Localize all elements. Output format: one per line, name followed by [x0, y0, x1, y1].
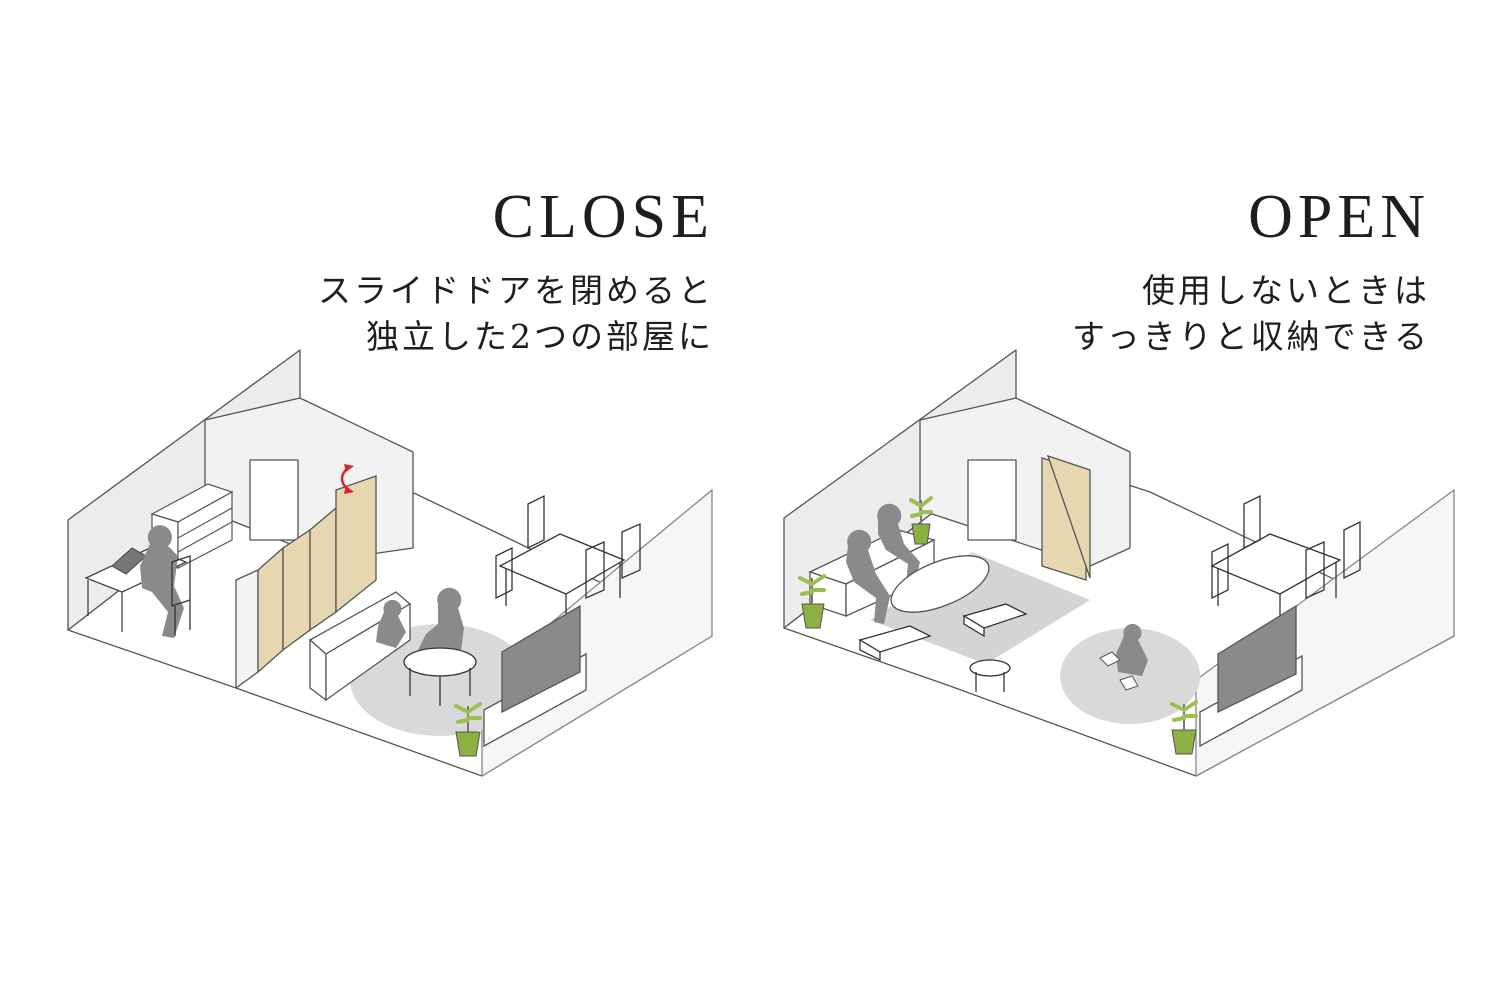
panel-open: OPEN 使用しないときは すっきりと収納できる — [750, 0, 1500, 1000]
open-caption-line-2: すっきりと収納できる — [1071, 317, 1430, 356]
open-heading: OPEN — [1248, 183, 1430, 251]
close-heading: CLOSE — [492, 183, 714, 251]
open-plant-1 — [798, 574, 826, 629]
close-person-adult — [418, 587, 464, 662]
close-plant — [454, 702, 482, 757]
close-door-panel-4 — [335, 475, 377, 614]
open-coffee-tables — [858, 603, 1028, 662]
open-caption-line-1: 使用しないときは — [1142, 271, 1430, 310]
close-sliding-doors — [257, 475, 377, 674]
open-child — [1116, 623, 1148, 676]
close-caption-line-2: 独立した2つの部屋に — [366, 317, 714, 356]
close-door-panel-1 — [257, 546, 284, 674]
open-papers — [1099, 651, 1139, 691]
open-person-1 — [846, 529, 890, 624]
open-stored-doors — [1041, 454, 1091, 581]
close-person-desk — [140, 525, 184, 638]
open-stool — [969, 659, 1011, 692]
close-desk-chair — [171, 555, 191, 636]
close-caption: スライドドアを閉めると 独立した2つの部屋に — [318, 268, 714, 360]
open-tv-stand — [1199, 604, 1303, 748]
open-dining-set — [1210, 494, 1361, 636]
close-door-panel-3 — [309, 506, 337, 632]
open-caption: 使用しないときは すっきりと収納できる — [1072, 268, 1430, 360]
open-plant-2 — [909, 496, 933, 545]
close-person-child — [376, 599, 406, 648]
close-partition-wall — [235, 569, 259, 689]
close-closet-door — [249, 459, 299, 541]
open-plant-3 — [1170, 700, 1198, 755]
open-person-2 — [877, 503, 920, 586]
open-room-illustration — [783, 349, 1455, 777]
open-play-rug — [1060, 628, 1200, 724]
close-door-panel-2 — [282, 528, 311, 652]
close-dining-set — [495, 494, 641, 636]
close-tv-stand — [483, 604, 587, 748]
panel-close: CLOSE スライドドアを閉めると 独立した2つの部屋に — [67, 183, 714, 777]
close-swing-arrow — [340, 464, 354, 494]
open-oval-table — [890, 555, 990, 613]
close-room-illustration — [67, 349, 713, 777]
close-round-table — [403, 647, 477, 706]
close-shelf — [150, 483, 234, 569]
close-caption-line-1: スライドドアを閉めると — [318, 271, 714, 310]
open-closet-door — [967, 459, 1017, 541]
